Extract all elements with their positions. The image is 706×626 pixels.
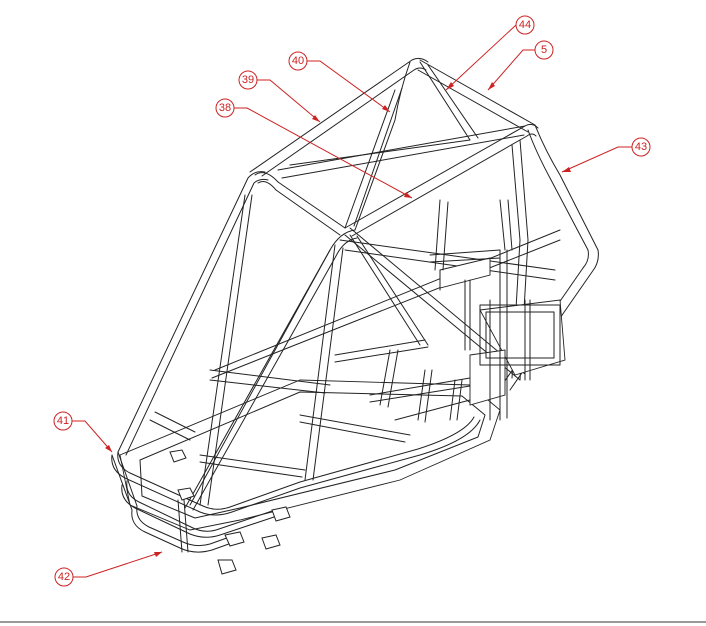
side-diag-b	[349, 234, 421, 346]
roof-x-brace-a-2	[281, 134, 525, 179]
cabin-mid-rail-2	[334, 346, 429, 363]
roof-right-rail-2	[351, 133, 537, 237]
front-bumper-mid-2	[126, 480, 279, 532]
callout-40: 40	[288, 51, 391, 113]
rear-hoop-right-2	[501, 129, 589, 386]
roof-front-cross-2	[257, 181, 341, 236]
front-bumper-upper	[111, 419, 481, 516]
side-diag-e-2	[207, 194, 253, 506]
callout-39-label: 39	[242, 74, 254, 86]
callout-43-label: 43	[635, 141, 647, 153]
front-left-pillar-2	[125, 178, 269, 456]
front-bumper-lower	[131, 509, 241, 553]
roof-front-cross	[254, 172, 346, 229]
suspension-tabs	[169, 449, 291, 575]
callouts: 44 5 40 39 38	[53, 15, 651, 587]
front-bumper-mid	[121, 484, 281, 538]
floor-cross-tubes	[149, 411, 411, 478]
cabin-side-lower	[209, 369, 331, 386]
rear-roof-cross-2	[417, 69, 529, 133]
cabin-mid-rail	[334, 339, 426, 356]
callout-42-label: 42	[58, 571, 70, 583]
callout-41-label: 41	[57, 415, 69, 427]
bumper-vertical-left	[111, 454, 133, 511]
callout-38: 38	[215, 98, 413, 199]
roof-x-brace-c	[344, 89, 396, 229]
roof-left-rail	[249, 57, 429, 173]
cabin-side-lower-2	[209, 379, 326, 394]
callout-43: 43	[561, 137, 651, 173]
rear-roof-cross	[419, 59, 536, 126]
side-diag-c-2	[312, 247, 344, 481]
roof-left-rail-2	[261, 67, 427, 177]
bumper-vertical-left-2	[117, 451, 138, 507]
front-left-pillar	[117, 171, 266, 453]
callout-44-label: 44	[519, 19, 531, 31]
callout-5-label: 5	[541, 44, 547, 56]
cabin-x-b	[214, 229, 561, 371]
callout-44: 44	[445, 15, 535, 91]
cabin-x-a	[339, 239, 556, 271]
cabin-x-b-2	[211, 239, 561, 379]
callout-40-label: 40	[292, 55, 304, 67]
front-right-pillar-2	[192, 237, 358, 511]
callout-41: 41	[53, 411, 113, 453]
rear-hoop-right	[509, 124, 599, 391]
front-bumper-upper-2	[117, 416, 475, 510]
callout-39: 39	[238, 70, 321, 123]
side-diag-e	[199, 194, 246, 506]
callout-5: 5	[487, 40, 554, 91]
roof-x-brace-d-2	[427, 64, 479, 139]
side-diag-b-2	[356, 235, 429, 346]
side-diag-c	[304, 244, 336, 481]
bumper-vertical-front-2	[183, 499, 189, 553]
roll-cage-frame	[111, 57, 599, 575]
bumper-vertical-front	[177, 499, 183, 553]
floor-inner	[139, 391, 486, 519]
cabin-x-a-2	[344, 249, 556, 281]
roof-x-brace-c-2	[353, 87, 403, 227]
rear-engine-box	[429, 249, 566, 421]
side-diag-d	[189, 249, 331, 506]
callout-38-label: 38	[219, 102, 231, 114]
front-bumper-lower-2	[136, 505, 239, 547]
side-diag-a-2	[349, 227, 526, 375]
seat-supports	[369, 199, 513, 423]
roof-x-brace-a	[277, 125, 526, 171]
roof-x-brace-d	[419, 61, 471, 141]
callout-42: 42	[54, 551, 163, 587]
rear-hoop-left	[354, 61, 411, 231]
